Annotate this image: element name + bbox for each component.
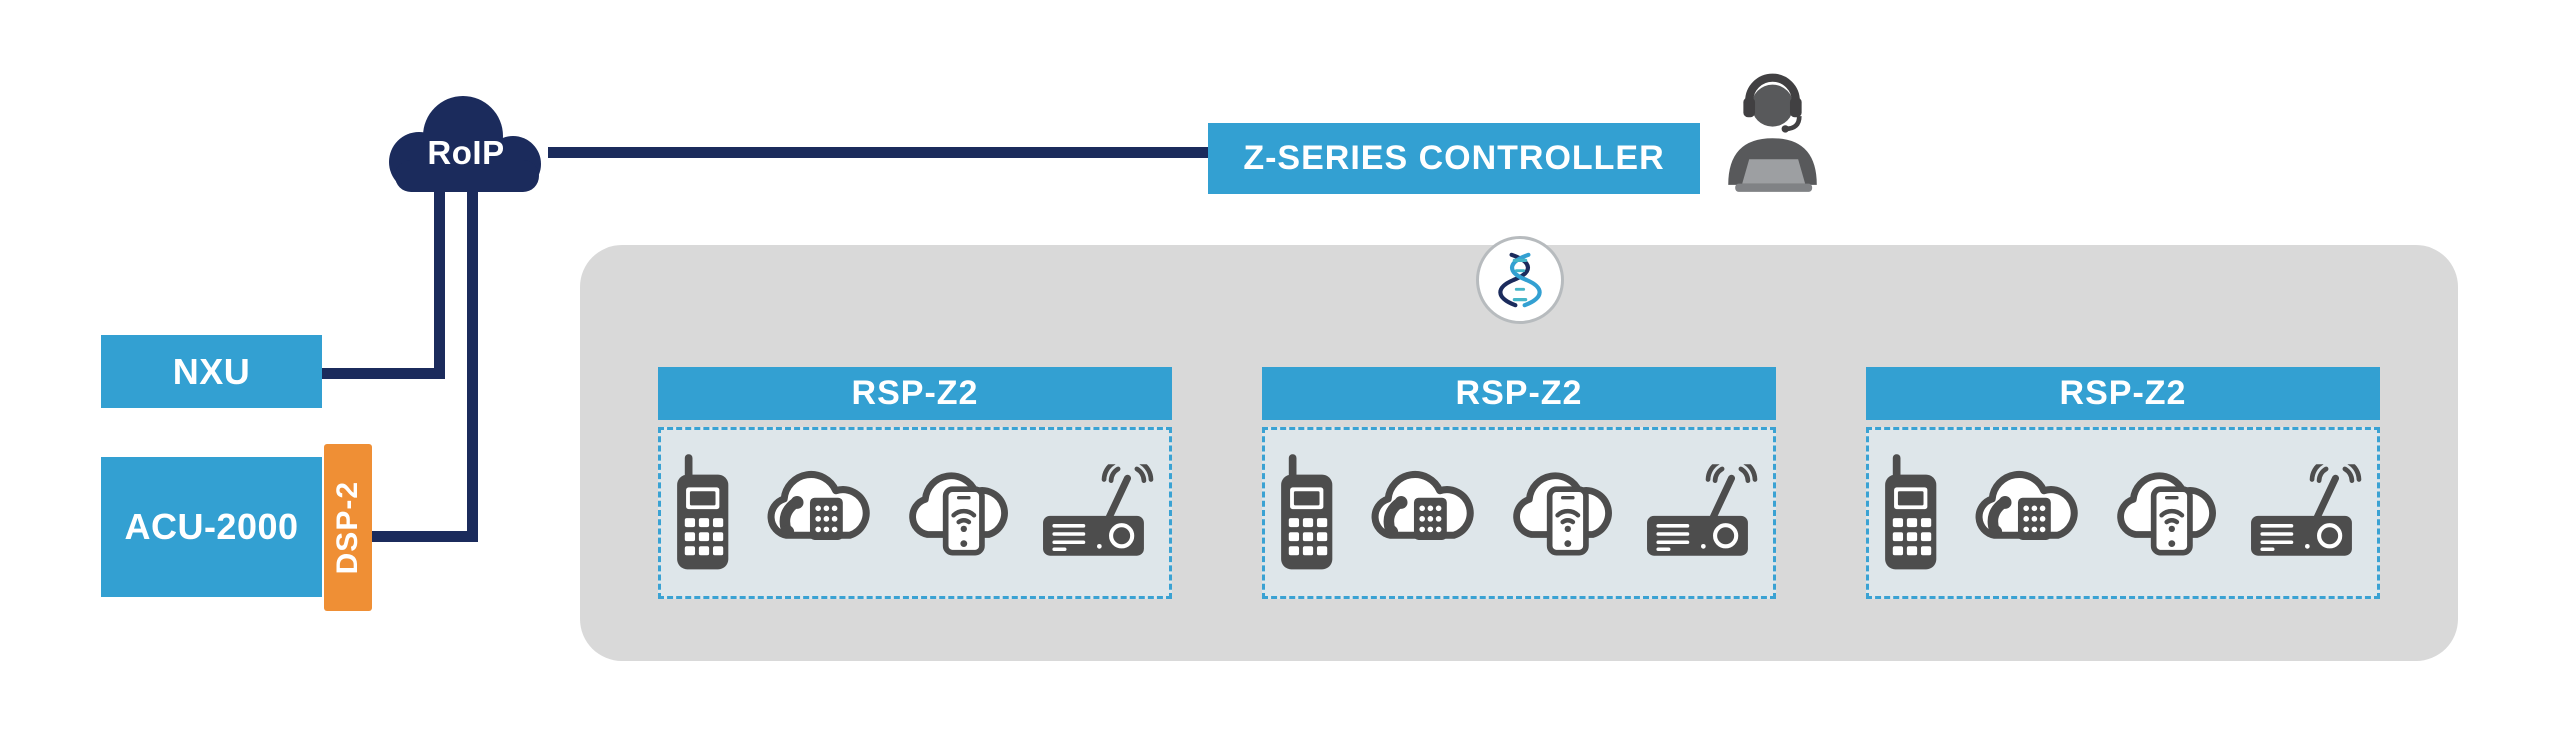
handheld-radio-icon [1880,454,1944,572]
rsp-z2-panel-1-header: RSP-Z2 [658,367,1172,420]
dsp-2-module-tab: DSP-2 [324,444,372,611]
rsp-z2-panel-1: RSP-Z2 [658,367,1172,599]
connector-cloud-to-nxu-horizontal [316,368,445,379]
phone-cloud-icon [1964,460,2086,566]
rsp-z2-panel-2-title: RSP-Z2 [1455,374,1583,412]
z-series-controller-banner: Z-SERIES CONTROLLER [1208,123,1700,194]
dna-icon [1492,250,1548,310]
rsp-z2-panel-2-header: RSP-Z2 [1262,367,1776,420]
base-station-radio-icon [2244,464,2366,563]
smartphone-cloud-icon [1502,462,1620,564]
roip-cloud-node: RoIP [367,86,565,212]
rsp-cluster-container: RSP-Z2 RSP-Z2 RSP-Z2 [580,245,2458,661]
dsp-label: DSP-2 [331,480,364,575]
rsp-z2-panel-3: RSP-Z2 [1866,367,2380,599]
phone-cloud-icon [756,460,878,566]
base-station-radio-icon [1640,464,1762,563]
smartphone-cloud-icon [898,462,1016,564]
base-station-radio-icon [1036,464,1158,563]
cloud-label: RoIP [427,134,505,171]
handheld-radio-icon [672,454,736,572]
dna-badge [1476,236,1564,324]
phone-cloud-icon [1360,460,1482,566]
rsp-z2-panel-2: RSP-Z2 [1262,367,1776,599]
rsp-z2-panel-2-body [1262,427,1776,599]
cloud-icon [389,96,541,192]
rsp-z2-panel-3-title: RSP-Z2 [2059,374,2187,412]
rsp-z2-panel-3-header: RSP-Z2 [1866,367,2380,420]
controller-label: Z-SERIES CONTROLLER [1243,139,1665,177]
connector-cloud-to-nxu-vertical [434,175,445,379]
connector-cloud-to-controller [548,147,1220,158]
nxu-device-box: NXU [101,335,322,408]
acu-label: ACU-2000 [124,506,299,547]
rsp-z2-panel-3-body [1866,427,2380,599]
rsp-z2-panel-1-body [658,427,1172,599]
rsp-z2-panel-1-title: RSP-Z2 [851,374,979,412]
connector-cloud-to-acu-vertical [467,175,478,542]
handheld-radio-icon [1276,454,1340,572]
operator-headset-icon [1700,66,1852,200]
smartphone-cloud-icon [2106,462,2224,564]
acu-2000-device-box: ACU-2000 [101,457,322,597]
nxu-label: NXU [172,350,251,392]
connector-cloud-to-acu-horizontal [366,531,478,542]
